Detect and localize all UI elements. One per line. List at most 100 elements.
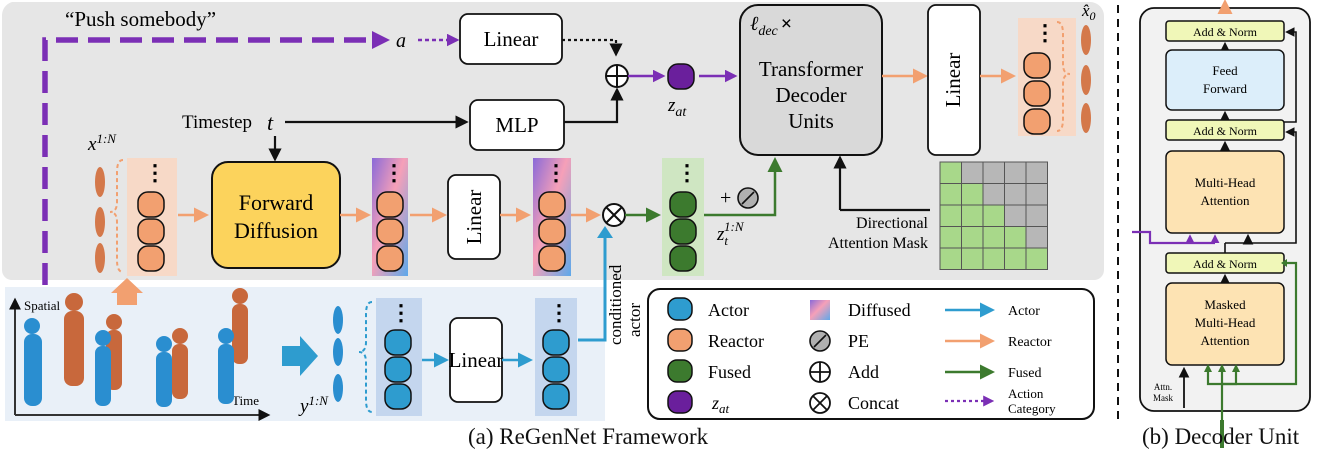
mask-cell: [1004, 247, 1027, 270]
timestep-label: Timestep: [182, 112, 252, 133]
multi-head-attention-block: [1165, 150, 1285, 234]
svg-text:Actor: Actor: [708, 300, 749, 320]
mask-cell: [939, 226, 962, 249]
mask-cell: [1004, 226, 1027, 249]
diffused-linear-tokens: [538, 191, 566, 272]
caption-framework: (a) ReGenNet Framework: [468, 424, 709, 449]
svg-text:Forward: Forward: [1203, 81, 1248, 96]
mask-cell: [939, 183, 962, 206]
svg-text:Masked: Masked: [1204, 297, 1246, 312]
mlp-block: [469, 99, 565, 151]
mask-cell: [961, 226, 984, 249]
svg-text:Category: Category: [1008, 401, 1056, 416]
mask-cell: [982, 226, 1005, 249]
mask-cell: [982, 247, 1005, 270]
mask-cell: [961, 204, 984, 227]
svg-text:Fused: Fused: [708, 362, 751, 382]
output-motion-figures: [1081, 25, 1091, 133]
timestep-symbol: t: [267, 110, 274, 135]
actor-scene: Spatial Time: [9, 288, 271, 421]
transformer-line-1: Transformer: [759, 57, 863, 81]
svg-text:Multi-Head: Multi-Head: [1195, 315, 1256, 330]
forward-diffusion-line-1: Forward: [239, 190, 314, 215]
masked-multi-head-attention-block: [1165, 282, 1285, 366]
linear-output-label: Linear: [941, 53, 965, 108]
linear-action-label: Linear: [484, 27, 539, 51]
attn-mask-line-1: Attn.: [1154, 382, 1172, 392]
feed-forward-block: [1165, 49, 1285, 111]
actor-conditioned-line-2: conditioned: [606, 264, 625, 345]
mask-cell: [939, 247, 962, 270]
attn-mask-line-2: Mask: [1153, 393, 1173, 403]
transformer-decoder-block: [739, 4, 883, 156]
actor-motion-figures: [333, 306, 343, 402]
actor-tokens: [384, 329, 412, 410]
mask-cell: [961, 183, 984, 206]
svg-text:Fused: Fused: [1008, 366, 1041, 381]
actor-linear-tokens: [542, 329, 570, 410]
legend-actor: Actor: [667, 297, 749, 321]
mask-cell: [961, 247, 984, 270]
svg-text:⋮: ⋮: [548, 300, 570, 325]
svg-text:Action: Action: [1008, 386, 1044, 401]
legend-arrow-action: Action Category: [945, 386, 1056, 416]
svg-text:⋮: ⋮: [144, 160, 166, 185]
svg-text:Attention: Attention: [1200, 333, 1250, 348]
spatial-label: Spatial: [24, 298, 60, 313]
mask-cell: [1025, 183, 1048, 206]
mask-cell: [1004, 183, 1027, 206]
reactor-tokens: [137, 191, 165, 272]
linear-output-block: [927, 4, 981, 156]
mask-cell: [1025, 226, 1048, 249]
action-symbol: a: [396, 30, 406, 52]
mask-cell: [961, 161, 984, 184]
pe-plus: +: [720, 187, 731, 209]
legend-arrow-fused: Fused: [945, 364, 1041, 381]
directional-attention-mask: [939, 161, 1048, 270]
mask-cell: [939, 161, 962, 184]
mask-label-line-2: Attention Mask: [828, 235, 928, 252]
linear-diffused-label: Linear: [462, 190, 486, 245]
up-orange-arrow: [111, 278, 143, 305]
zt-label: zt1:N: [716, 219, 745, 248]
concat-operator: [602, 203, 626, 227]
svg-text:zat: zat: [711, 393, 730, 416]
svg-text:Add & Norm: Add & Norm: [1193, 124, 1258, 138]
legend-diffused: Diffused: [810, 300, 911, 320]
mask-cell: [939, 204, 962, 227]
svg-text:Attention: Attention: [1200, 193, 1250, 208]
legend-fused: Fused: [667, 359, 751, 383]
legend-box: [647, 288, 1095, 420]
mask-cell: [982, 161, 1005, 184]
legend-pe: PE: [809, 330, 869, 352]
forward-diffusion-block: [211, 161, 341, 269]
svg-text:Add & Norm: Add & Norm: [1193, 257, 1258, 271]
add-norm-top: [1165, 20, 1285, 42]
time-label: Time: [232, 393, 259, 408]
mask-cell: [982, 183, 1005, 206]
transformer-line-2: Decoder: [775, 83, 846, 107]
pe-symbol: [737, 187, 759, 209]
svg-text:PE: PE: [848, 331, 869, 351]
add-operator: [605, 64, 629, 88]
svg-text:Concat: Concat: [848, 393, 899, 413]
fused-tokens: [669, 191, 697, 272]
legend-reactor: Reactor: [667, 328, 764, 352]
svg-text:Reactor: Reactor: [1008, 335, 1052, 350]
forward-diffusion-line-2: Diffusion: [234, 218, 318, 243]
legend-arrow-actor: Actor: [945, 302, 1040, 319]
x0-hat-label: x̂0: [1081, 1, 1096, 23]
caption-decoder-unit: (b) Decoder Unit: [1142, 424, 1300, 449]
mask-cell: [982, 204, 1005, 227]
mask-cell: [1004, 161, 1027, 184]
svg-text:Add & Norm: Add & Norm: [1193, 25, 1258, 39]
mask-cell: [1004, 204, 1027, 227]
svg-text:⋮: ⋮: [390, 300, 412, 325]
ldec-label: ℓdec×: [750, 13, 792, 39]
big-blue-arrow: [282, 336, 318, 376]
svg-text:⋮: ⋮: [1034, 20, 1056, 45]
output-tokens: [1023, 52, 1051, 135]
transformer-line-3: Units: [788, 109, 834, 133]
svg-text:Feed: Feed: [1212, 63, 1238, 78]
legend-zat: zat: [667, 390, 730, 416]
